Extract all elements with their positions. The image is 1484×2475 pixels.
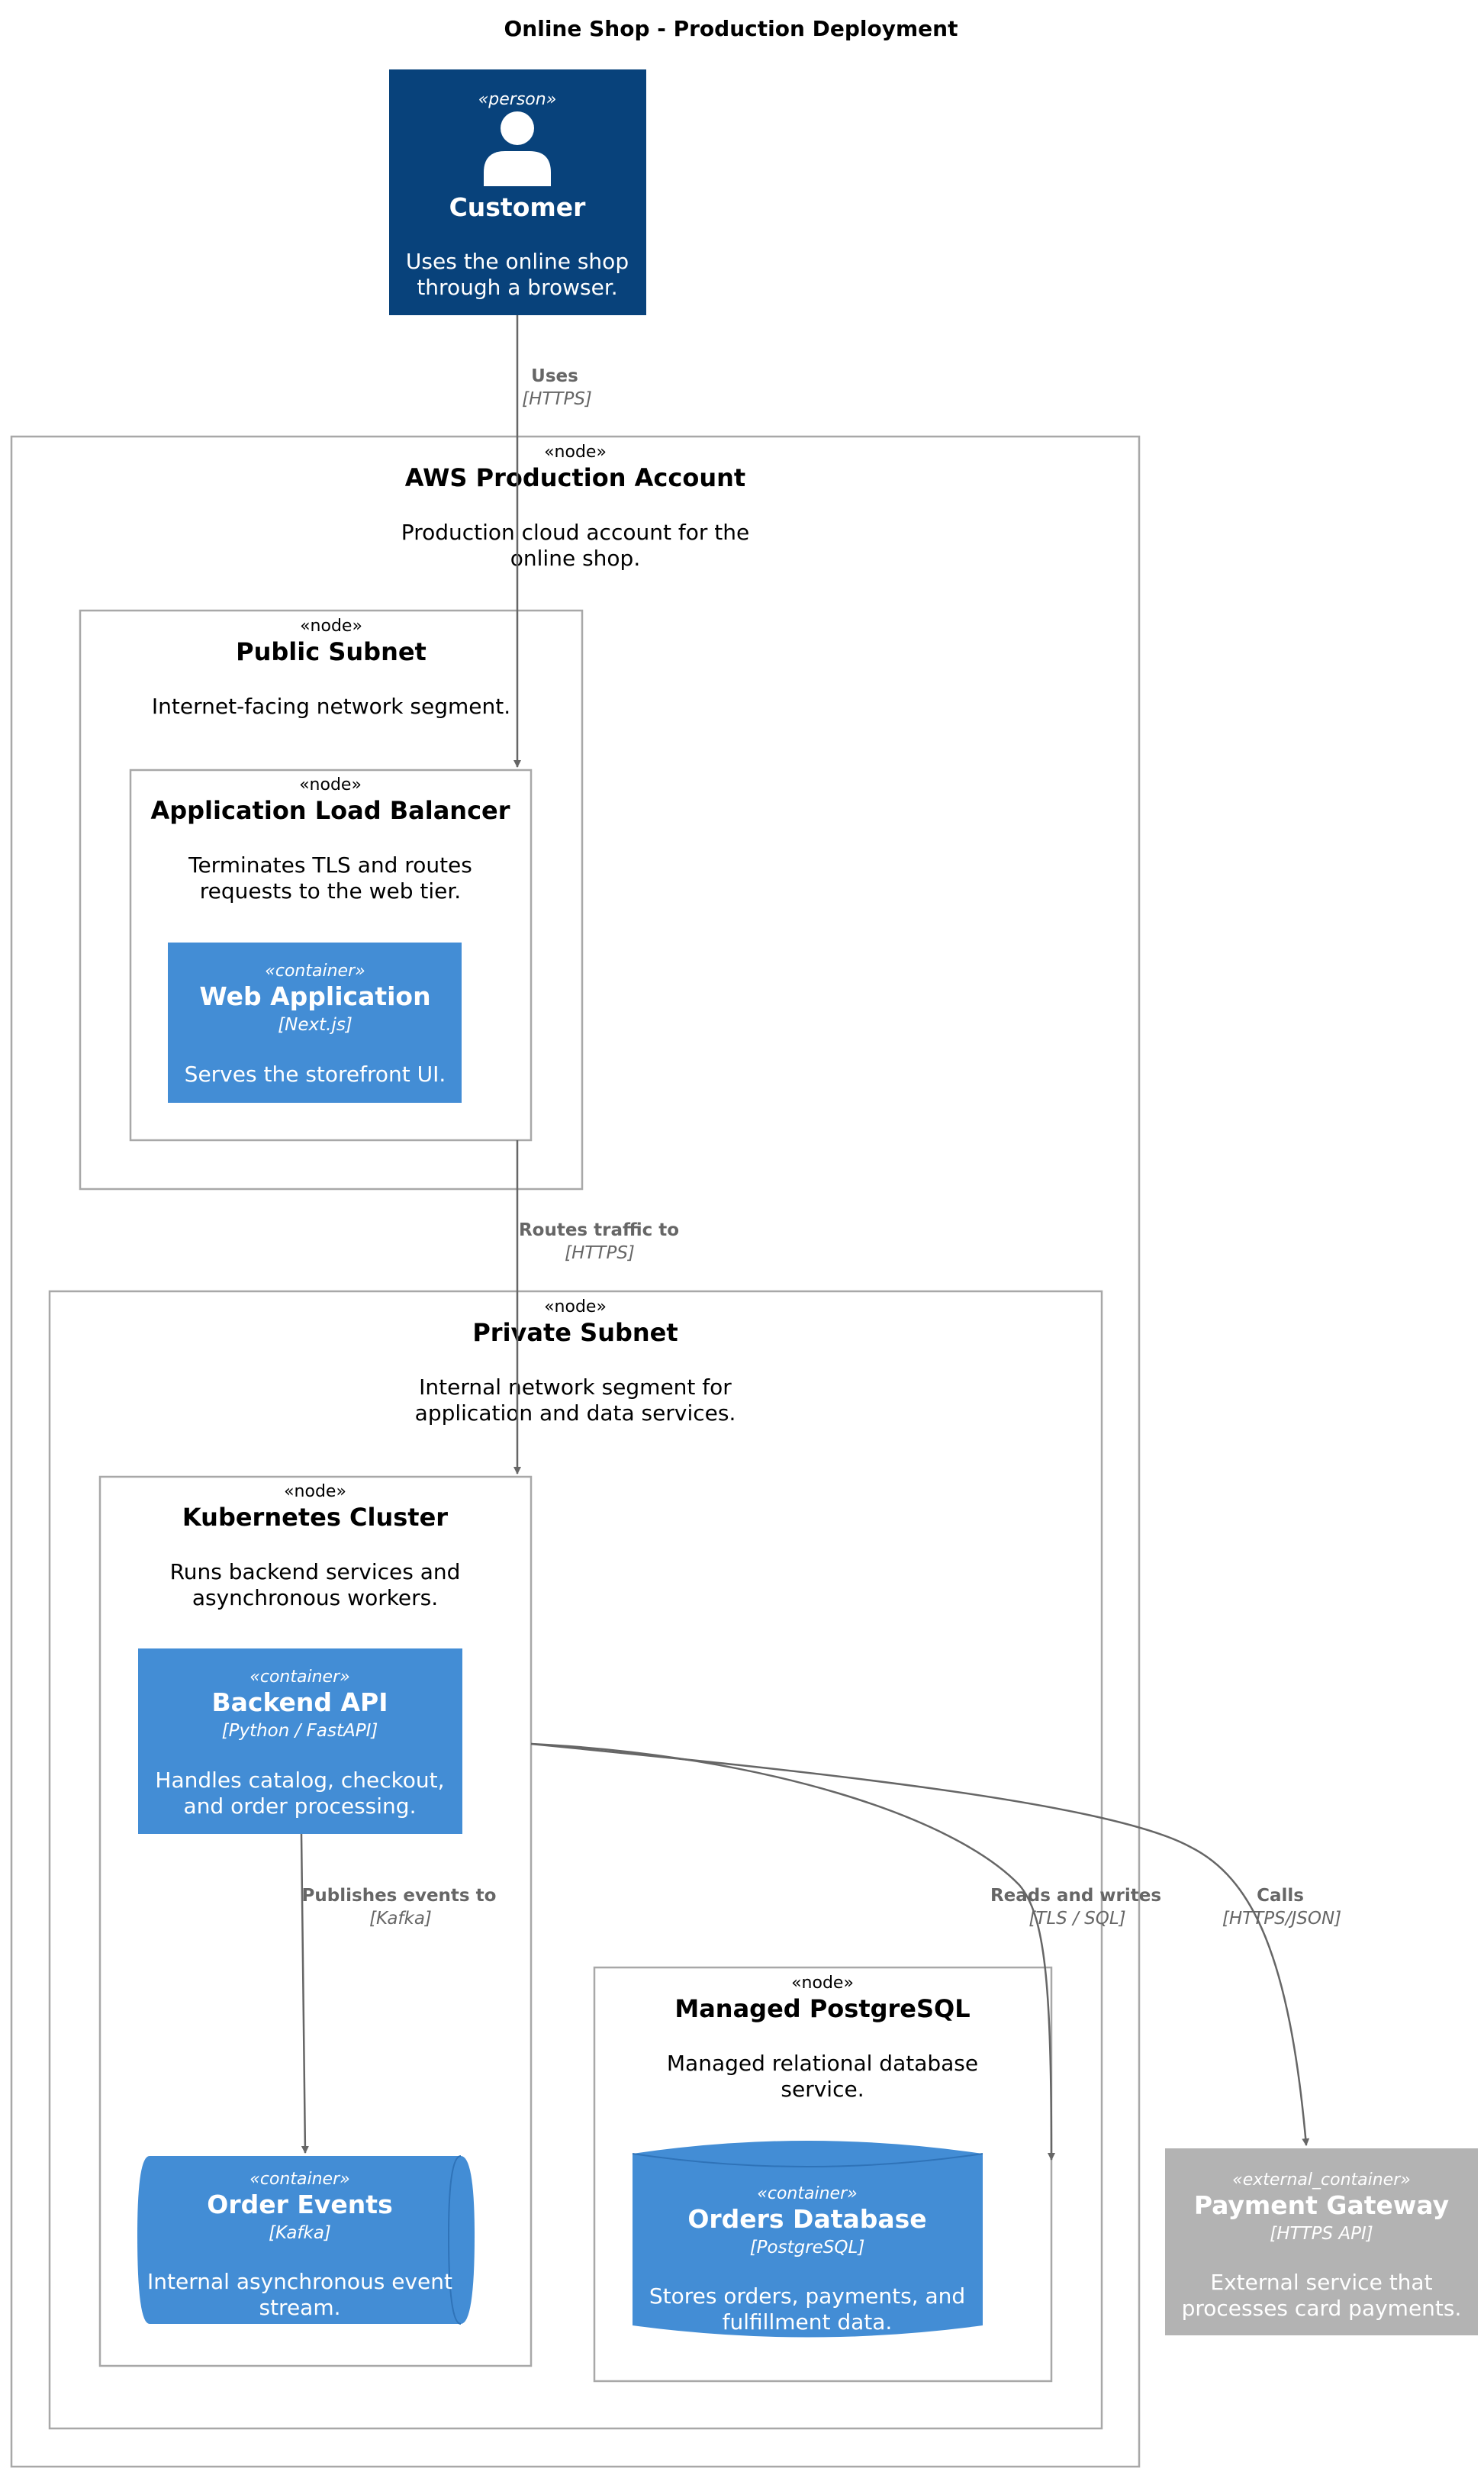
node-stereotype: «node» [299, 775, 362, 794]
element-stereotype: «container» [265, 962, 365, 981]
element-desc-line: through a browser. [417, 275, 617, 300]
edge-label-routes-traffic: Routes traffic to [HTTPS] [519, 1220, 679, 1263]
node-desc-line: asynchronous workers. [192, 1585, 438, 1610]
node-desc-line: application and data services. [415, 1400, 736, 1426]
relation-label: Reads and writes [990, 1886, 1161, 1906]
relation-label: Publishes events to [302, 1886, 497, 1906]
relation-technology: [TLS / SQL] [1028, 1909, 1125, 1929]
element-desc-line: Handles catalog, checkout, [155, 1768, 444, 1793]
element-desc-line: Uses the online shop [406, 249, 629, 274]
node-name: AWS Production Account [405, 463, 745, 492]
node-desc-line: Internal network segment for [419, 1374, 732, 1400]
element-desc-line: stream. [259, 2295, 340, 2320]
node-desc-line: Managed relational database [667, 2051, 978, 2076]
container-orders-database[interactable]: «container» Orders Database [PostgreSQL]… [632, 2141, 983, 2338]
node-desc-line: Internet-facing network segment. [152, 694, 510, 719]
node-name: Public Subnet [236, 637, 427, 666]
element-stereotype: «container» [249, 2170, 349, 2189]
element-desc-line: processes card payments. [1182, 2296, 1462, 2321]
node-desc-line: requests to the web tier. [200, 878, 461, 904]
node-name: Managed PostgreSQL [674, 1994, 970, 2023]
node-desc-line: Terminates TLS and routes [188, 852, 472, 878]
node-stereotype: «node» [791, 1974, 854, 1993]
element-stereotype: «container» [249, 1668, 349, 1687]
relation-technology: [HTTPS/JSON] [1222, 1909, 1341, 1929]
element-stereotype: «person» [478, 90, 557, 109]
edge-label-calls: Calls [HTTPS/JSON] [1222, 1886, 1341, 1929]
element-name: Web Application [199, 981, 430, 1011]
element-name: Backend API [211, 1687, 388, 1717]
element-stereotype: «external_container» [1232, 2170, 1411, 2190]
node-stereotype: «node» [544, 443, 607, 462]
element-technology: [Next.js] [278, 1015, 352, 1035]
external-container-payment-gateway[interactable]: «external_container» Payment Gateway [HT… [1165, 2148, 1478, 2335]
element-name: Order Events [207, 2190, 392, 2219]
relation-technology: [HTTPS] [522, 389, 592, 409]
element-name: Orders Database [687, 2204, 926, 2234]
element-name: Customer [449, 192, 587, 222]
element-stereotype: «container» [757, 2184, 857, 2203]
container-order-events[interactable]: «container» Order Events [Kafka] Interna… [137, 2155, 475, 2325]
person-customer[interactable]: «person» Customer Uses the online shop t… [389, 69, 646, 315]
element-desc-line: Stores orders, payments, and [649, 2283, 965, 2309]
edge-label-publishes-events: Publishes events to [Kafka] [302, 1886, 497, 1929]
relation-technology: [HTTPS] [565, 1243, 635, 1263]
diagram-title: Online Shop - Production Deployment [504, 16, 958, 41]
node-desc-line: service. [781, 2077, 864, 2102]
node-name: Application Load Balancer [150, 796, 510, 825]
node-desc-line: Production cloud account for the [401, 520, 749, 545]
node-desc-line: online shop. [510, 546, 640, 571]
element-desc-line: and order processing. [184, 1793, 417, 1819]
edge-api-to-orders-database [530, 1742, 1055, 2161]
relation-technology: [Kafka] [369, 1909, 432, 1929]
node-name: Kubernetes Cluster [182, 1503, 448, 1532]
node-name: Private Subnet [472, 1318, 678, 1347]
element-technology: [Kafka] [269, 2223, 331, 2243]
element-name: Payment Gateway [1194, 2190, 1449, 2220]
relation-label: Uses [531, 366, 578, 386]
node-stereotype: «node» [544, 1297, 607, 1316]
container-backend-api[interactable]: «container» Backend API [Python / FastAP… [138, 1648, 462, 1834]
node-stereotype: «node» [284, 1482, 346, 1501]
container-web-application[interactable]: «container» Web Application [Next.js] Se… [168, 943, 462, 1103]
node-stereotype: «node» [300, 617, 362, 636]
relation-label: Routes traffic to [519, 1220, 679, 1240]
edge-label-uses: Uses [HTTPS] [522, 366, 592, 409]
element-desc-line: External service that [1210, 2270, 1432, 2295]
element-technology: [Python / FastAPI] [222, 1721, 378, 1741]
edge-api-to-order-events [300, 1833, 309, 2154]
element-technology: [HTTPS API] [1270, 2224, 1373, 2244]
element-desc-line: Serves the storefront UI. [185, 1062, 446, 1087]
relation-label: Calls [1257, 1886, 1304, 1906]
element-desc-line: fulfillment data. [723, 2309, 893, 2335]
person-icon [484, 111, 551, 186]
element-desc-line: Internal asynchronous event [147, 2269, 452, 2294]
edge-label-reads-writes: Reads and writes [TLS / SQL] [990, 1886, 1161, 1929]
node-desc-line: Runs backend services and [170, 1559, 461, 1584]
edge-api-to-payment-gateway [530, 1742, 1310, 2146]
element-technology: [PostgreSQL] [750, 2238, 865, 2257]
